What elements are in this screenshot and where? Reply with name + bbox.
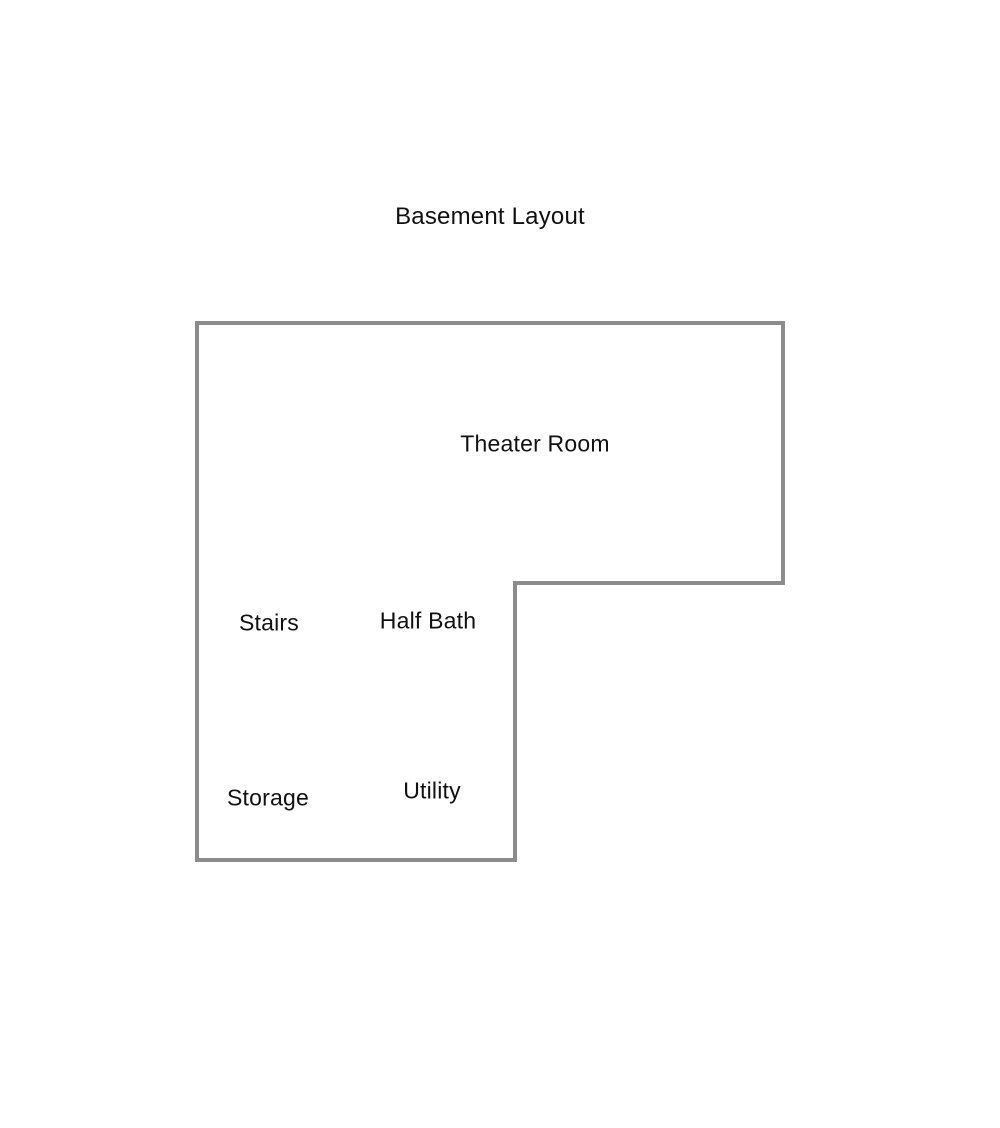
room-label-storage: Storage — [227, 784, 309, 811]
room-label-utility: Utility — [403, 777, 461, 804]
room-label-stairs: Stairs — [239, 609, 299, 636]
page-title: Basement Layout — [395, 203, 585, 230]
floor-plan-outline — [195, 321, 785, 862]
room-label-theater-room: Theater Room — [460, 430, 610, 457]
room-label-half-bath: Half Bath — [379, 607, 477, 634]
